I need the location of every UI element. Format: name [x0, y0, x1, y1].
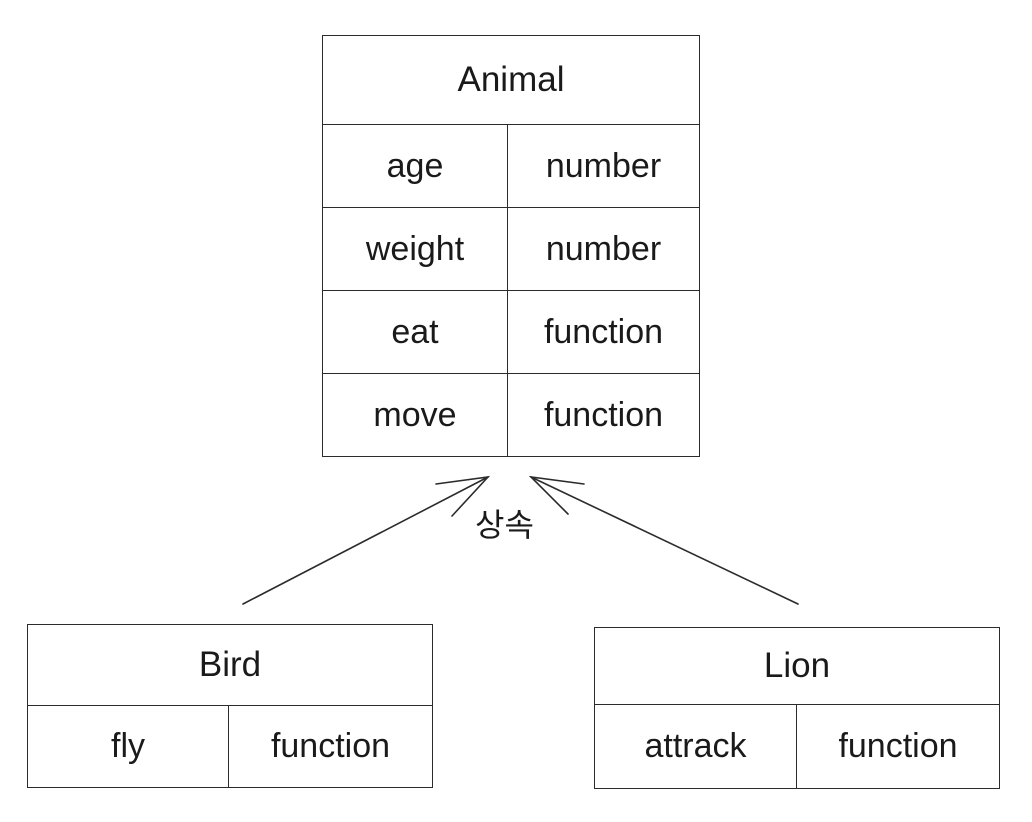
- member-type: number: [545, 146, 662, 185]
- inheritance-label: 상속: [475, 506, 534, 544]
- member-type: function: [543, 396, 664, 434]
- member-name: age: [323, 125, 508, 207]
- class-title-animal: Animal: [323, 36, 699, 125]
- member-type: function: [838, 727, 958, 765]
- member-name: attrack: [595, 705, 797, 788]
- member-name: move: [323, 374, 508, 457]
- class-box-lion: Lion attrack function: [594, 627, 1000, 789]
- member-row: age number: [323, 125, 699, 208]
- member-row: fly function: [28, 706, 432, 787]
- member-name: eat: [323, 291, 508, 373]
- bird-inheritance-line: [242, 476, 489, 605]
- member-row: move function: [323, 374, 699, 457]
- member-row: eat function: [323, 291, 699, 374]
- member-type: function: [270, 727, 391, 765]
- member-name: fly: [28, 706, 229, 787]
- member-type: number: [545, 229, 662, 268]
- member-type: function: [543, 312, 664, 351]
- member-row: attrack function: [595, 705, 999, 788]
- member-row: weight number: [323, 208, 699, 291]
- member-name: weight: [323, 208, 508, 290]
- lion-inheritance-line: [530, 476, 799, 605]
- class-title-bird: Bird: [28, 625, 432, 706]
- class-box-bird: Bird fly function: [27, 624, 433, 788]
- class-box-animal: Animal age number weight number eat func…: [322, 35, 700, 457]
- class-title-lion: Lion: [595, 628, 999, 705]
- lion-arrowhead: [528, 475, 585, 515]
